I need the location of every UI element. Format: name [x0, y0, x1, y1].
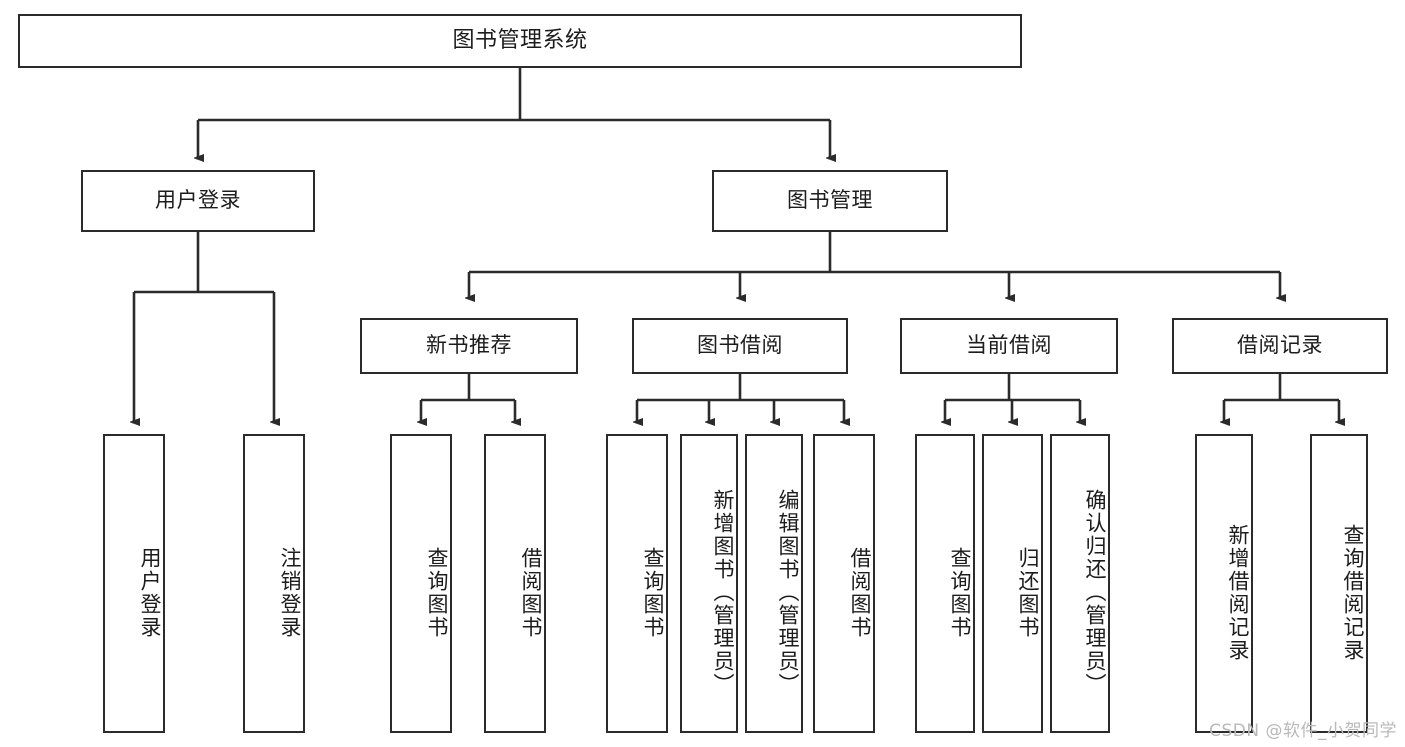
node-borrow-record[interactable]: 借阅记录 [1172, 318, 1388, 374]
node-label: 确认归还（管理员） [1083, 489, 1107, 696]
node-user-login[interactable]: 用户登录 [81, 170, 315, 232]
leaf-query-book-current[interactable]: 查询图书 [915, 434, 975, 733]
node-label: 新增借阅记录 [1226, 523, 1250, 662]
node-current-borrow[interactable]: 当前借阅 [900, 318, 1118, 374]
leaf-borrow-book-recommend[interactable]: 借阅图书 [484, 434, 546, 733]
node-book-borrow[interactable]: 图书借阅 [632, 318, 848, 374]
node-label: 借阅记录 [1237, 333, 1323, 358]
node-label: 新增图书（管理员） [711, 489, 735, 696]
node-label: 图书管理系统 [452, 27, 588, 53]
node-label: 查询图书 [425, 546, 449, 639]
leaf-query-book-borrow[interactable]: 查询图书 [606, 434, 668, 733]
node-label: 查询图书 [641, 546, 665, 639]
leaf-add-borrow-record[interactable]: 新增借阅记录 [1195, 434, 1253, 733]
leaf-edit-book-admin[interactable]: 编辑图书（管理员） [745, 434, 803, 733]
leaf-return-book[interactable]: 归还图书 [982, 434, 1043, 733]
watermark-text: CSDN @软件_小贺同学 [1209, 721, 1397, 741]
leaf-query-borrow-record[interactable]: 查询借阅记录 [1310, 434, 1368, 733]
leaf-add-book-admin[interactable]: 新增图书（管理员） [680, 434, 738, 733]
leaf-logout[interactable]: 注销登录 [243, 434, 305, 733]
node-new-book-recommend[interactable]: 新书推荐 [360, 318, 578, 374]
node-label: 用户登录 [138, 546, 162, 639]
node-label: 借阅图书 [848, 546, 872, 639]
leaf-query-book-recommend[interactable]: 查询图书 [390, 434, 452, 733]
node-book-management[interactable]: 图书管理 [712, 170, 948, 232]
node-label: 当前借阅 [966, 333, 1052, 358]
node-label: 查询图书 [948, 546, 972, 639]
leaf-user-login[interactable]: 用户登录 [103, 434, 165, 733]
node-label: 用户登录 [155, 188, 241, 213]
node-root-book-management-system[interactable]: 图书管理系统 [18, 14, 1022, 68]
leaf-borrow-book[interactable]: 借阅图书 [813, 434, 875, 733]
node-label: 归还图书 [1016, 546, 1040, 639]
node-label: 图书管理 [787, 188, 873, 213]
node-label: 注销登录 [278, 546, 302, 639]
node-label: 查询借阅记录 [1341, 523, 1365, 662]
node-label: 借阅图书 [519, 546, 543, 639]
leaf-confirm-return-admin[interactable]: 确认归还（管理员） [1050, 434, 1110, 733]
node-label: 图书借阅 [697, 333, 783, 358]
node-label: 新书推荐 [426, 333, 512, 358]
node-label: 编辑图书（管理员） [776, 489, 800, 696]
